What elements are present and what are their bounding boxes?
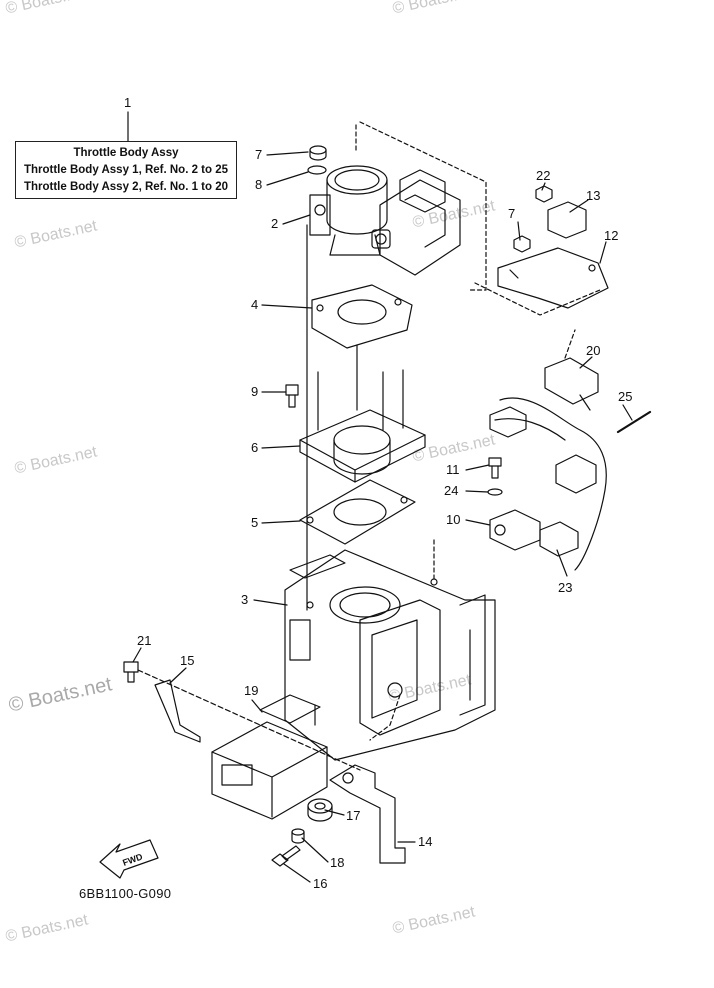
callout-18: 18 bbox=[330, 855, 344, 870]
callout-16: 16 bbox=[313, 876, 327, 891]
callout-5: 5 bbox=[251, 515, 258, 530]
gasket-part-4 bbox=[311, 284, 413, 349]
callout-8: 8 bbox=[255, 177, 262, 192]
throttle-body-part-2 bbox=[309, 165, 461, 276]
alignment-line bbox=[137, 669, 361, 771]
callout-2: 2 bbox=[271, 216, 278, 231]
title-heading: Throttle Body Assy bbox=[73, 147, 179, 159]
fwd-label: FWD bbox=[121, 851, 144, 868]
title-box: Throttle Body Assy Throttle Body Assy 1,… bbox=[15, 141, 237, 199]
washer-part-24 bbox=[487, 488, 503, 496]
bolt-part-11 bbox=[488, 457, 502, 479]
spacer-part-6 bbox=[299, 409, 426, 483]
fwd-arrow-icon bbox=[99, 839, 159, 879]
intake-manifold-part-3 bbox=[284, 539, 496, 761]
sensor-part-10 bbox=[489, 509, 541, 551]
callout-25: 25 bbox=[618, 389, 632, 404]
callout-15: 15 bbox=[180, 653, 194, 668]
stud-bolts bbox=[317, 344, 404, 431]
callout-1: 1 bbox=[124, 95, 131, 110]
bolt-part-21 bbox=[123, 661, 139, 683]
wire-harness bbox=[489, 397, 607, 571]
sensor-cap-part-13 bbox=[547, 201, 587, 239]
callout-22: 22 bbox=[536, 168, 550, 183]
bolt-part-16 bbox=[271, 845, 301, 867]
filter-part-19 bbox=[211, 694, 328, 820]
bracket-part-14 bbox=[329, 764, 406, 864]
callout-17: 17 bbox=[346, 808, 360, 823]
callout-24: 24 bbox=[444, 483, 458, 498]
callout-9: 9 bbox=[251, 384, 258, 399]
group-bracket bbox=[474, 282, 601, 316]
gasket-part-5 bbox=[299, 479, 416, 545]
callout-11: 11 bbox=[446, 462, 460, 477]
nut-part-7 bbox=[309, 145, 327, 161]
bracket-part-15 bbox=[154, 679, 201, 743]
callout-19: 19 bbox=[244, 683, 258, 698]
leader-lines bbox=[132, 151, 633, 883]
nut-part-22 bbox=[535, 185, 553, 203]
callout-10: 10 bbox=[446, 512, 460, 527]
washer-part-8 bbox=[307, 165, 327, 175]
callout-numbers: 1 2 3 4 5 6 7 7 8 9 10 11 12 13 14 15 16… bbox=[124, 95, 632, 891]
callout-12: 12 bbox=[604, 228, 618, 243]
collar-part-18 bbox=[291, 828, 305, 844]
callout-21: 21 bbox=[137, 633, 151, 648]
callout-23: 23 bbox=[558, 580, 572, 595]
bolt-part-9 bbox=[285, 384, 299, 408]
callout-4: 4 bbox=[251, 297, 258, 312]
alignment-line bbox=[369, 694, 401, 741]
title-line-2: Throttle Body Assy 2, Ref. No. 1 to 20 bbox=[23, 181, 229, 193]
sensor-part-20 bbox=[544, 329, 599, 411]
nut-part-7b bbox=[513, 235, 531, 253]
diagram-code: 6BB1100-G090 bbox=[79, 886, 172, 901]
callout-20: 20 bbox=[586, 343, 600, 358]
callout-6: 6 bbox=[251, 440, 258, 455]
callout-13: 13 bbox=[586, 188, 600, 203]
title-line-1: Throttle Body Assy 1, Ref. No. 2 to 25 bbox=[23, 164, 229, 176]
callout-14: 14 bbox=[418, 834, 432, 849]
grommet-part-17 bbox=[307, 798, 333, 822]
callout-7: 7 bbox=[255, 147, 262, 162]
cable-tie-part-25 bbox=[616, 410, 652, 434]
callout-3: 3 bbox=[241, 592, 248, 607]
group-bracket bbox=[359, 121, 487, 291]
callout-7b: 7 bbox=[508, 206, 515, 221]
bracket-part-12 bbox=[497, 247, 609, 309]
